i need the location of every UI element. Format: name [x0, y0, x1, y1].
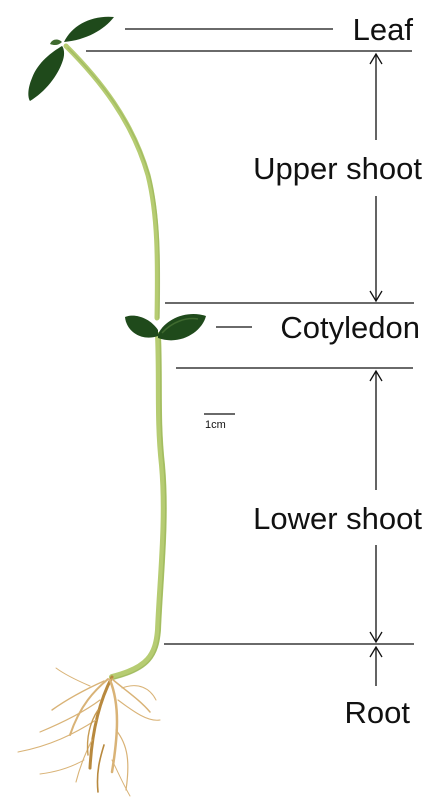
upper-shoot-stem-shade: [68, 48, 159, 318]
top-leaf-tiny: [50, 40, 62, 46]
upper-shoot-stem: [66, 46, 157, 318]
root-label: Root: [345, 695, 411, 730]
cotyledon-right: [158, 314, 206, 340]
lower-shoot-stem: [112, 335, 164, 677]
cotyledon-label: Cotyledon: [280, 310, 420, 345]
cotyledon-left: [125, 316, 158, 338]
leaf-label: Leaf: [353, 12, 414, 47]
seedling-plant: [18, 17, 206, 796]
annotation-lines: [86, 29, 414, 686]
scale-bar-label: 1cm: [205, 419, 226, 431]
top-leaf-right: [64, 17, 114, 42]
upper-shoot-label: Upper shoot: [253, 151, 422, 186]
top-leaf-left: [28, 46, 64, 101]
root-system: [18, 668, 160, 796]
lower-shoot-label: Lower shoot: [253, 501, 422, 536]
